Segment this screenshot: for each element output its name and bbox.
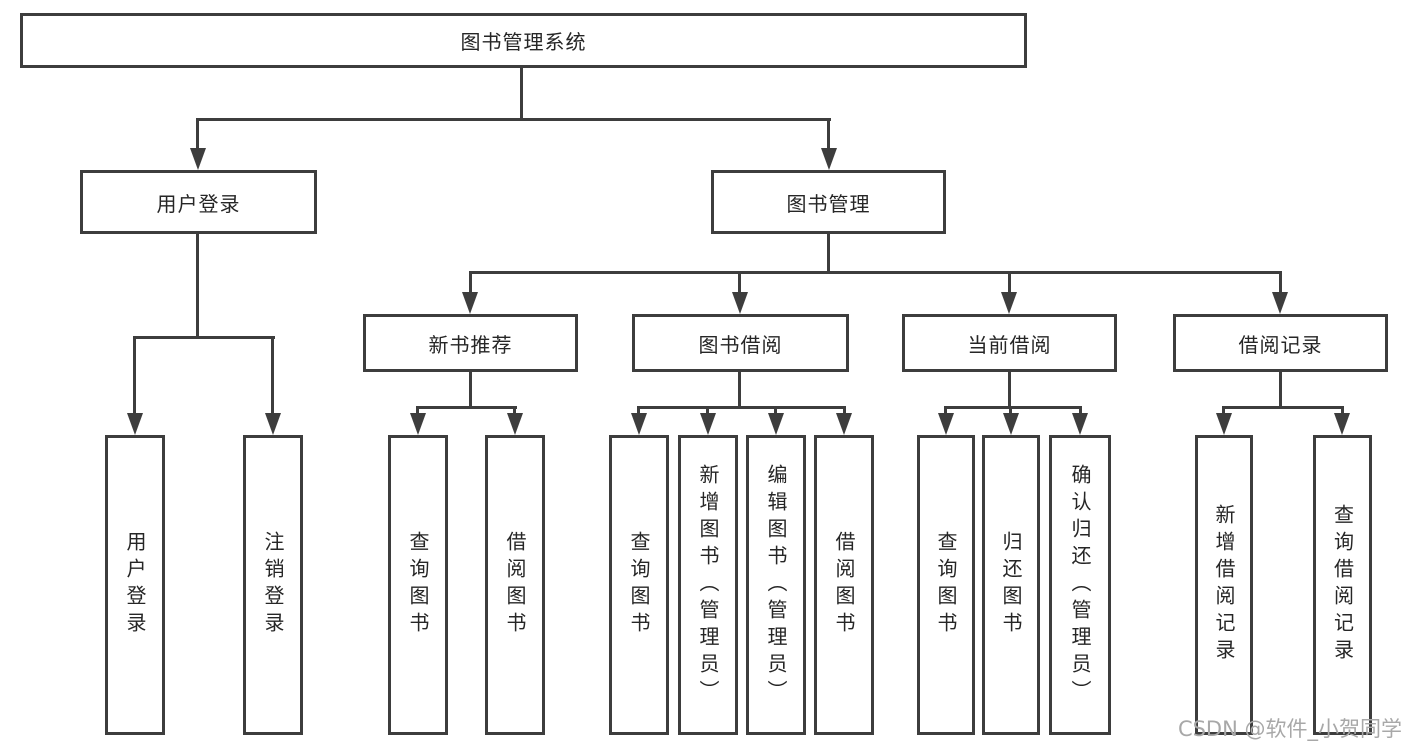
arrow-down-icon: [1334, 413, 1350, 435]
connector-line: [133, 336, 136, 413]
connector-line: [1222, 406, 1225, 413]
connector-line: [1279, 372, 1282, 406]
arrow-down-icon: [836, 413, 852, 435]
connector-line: [827, 234, 830, 271]
connector-line: [469, 271, 472, 292]
node-logout: 注销登录: [243, 435, 303, 735]
connector-line: [271, 336, 274, 413]
arrow-down-icon: [732, 292, 748, 314]
node-borrow-books: 借阅图书: [814, 435, 874, 735]
arrow-down-icon: [768, 413, 784, 435]
connector-line: [469, 372, 472, 406]
arrow-down-icon: [265, 413, 281, 435]
node-book-management: 图书管理: [711, 170, 946, 234]
connector-line: [197, 118, 831, 121]
connector-line: [738, 372, 741, 406]
connector-line: [706, 406, 709, 413]
connector-line: [1008, 271, 1011, 292]
node-user-login-group: 用户登录: [80, 170, 317, 234]
node-add-book-admin: 新增图书（管理员）: [678, 435, 738, 735]
connector-line: [1079, 406, 1082, 413]
arrow-down-icon: [1072, 413, 1088, 435]
connector-line: [637, 406, 846, 409]
connector-line: [1008, 372, 1011, 406]
node-library-system: 图书管理系统: [20, 13, 1027, 68]
node-return-books: 归还图书: [982, 435, 1040, 735]
arrow-down-icon: [631, 413, 647, 435]
arrow-down-icon: [821, 148, 837, 170]
connector-line: [133, 336, 275, 339]
node-user-login: 用户登录: [105, 435, 165, 735]
arrow-down-icon: [938, 413, 954, 435]
node-edit-book-admin: 编辑图书（管理员）: [746, 435, 806, 735]
connector-line: [774, 406, 777, 413]
connector-line: [1341, 406, 1344, 413]
connector-line: [944, 406, 1082, 409]
connector-line: [827, 118, 830, 148]
connector-line: [469, 271, 1282, 274]
arrow-down-icon: [1272, 292, 1288, 314]
arrow-down-icon: [462, 292, 478, 314]
node-add-borrow-record: 新增借阅记录: [1195, 435, 1253, 735]
node-borrowing-records: 借阅记录: [1173, 314, 1388, 372]
connector-line: [520, 68, 523, 118]
node-query-books-borrowing: 查询图书: [609, 435, 669, 735]
connector-line: [738, 271, 741, 292]
node-current-borrowing: 当前借阅: [902, 314, 1117, 372]
arrow-down-icon: [700, 413, 716, 435]
node-borrow-books-recommend: 借阅图书: [485, 435, 545, 735]
arrow-down-icon: [1216, 413, 1232, 435]
node-book-borrowing: 图书借阅: [632, 314, 849, 372]
connector-line: [513, 406, 516, 413]
connector-line: [944, 406, 947, 413]
arrow-down-icon: [190, 148, 206, 170]
connector-line: [637, 406, 640, 413]
connector-line: [1279, 271, 1282, 292]
arrow-down-icon: [1003, 413, 1019, 435]
arrow-down-icon: [410, 413, 426, 435]
node-query-books-current: 查询图书: [917, 435, 975, 735]
connector-line: [1222, 406, 1344, 409]
node-confirm-return-admin: 确认归还（管理员）: [1049, 435, 1111, 735]
node-query-borrow-record: 查询借阅记录: [1313, 435, 1372, 735]
node-new-book-recommend: 新书推荐: [363, 314, 578, 372]
connector-line: [196, 234, 199, 336]
connector-line: [416, 406, 419, 413]
csdn-watermark: CSDN @软件_小贺同学: [1177, 717, 1402, 741]
connector-line: [843, 406, 846, 413]
connector-line: [1009, 406, 1012, 413]
arrow-down-icon: [507, 413, 523, 435]
arrow-down-icon: [1001, 292, 1017, 314]
arrow-down-icon: [127, 413, 143, 435]
connector-line: [196, 118, 199, 148]
node-query-books-recommend: 查询图书: [388, 435, 448, 735]
connector-line: [416, 406, 517, 409]
